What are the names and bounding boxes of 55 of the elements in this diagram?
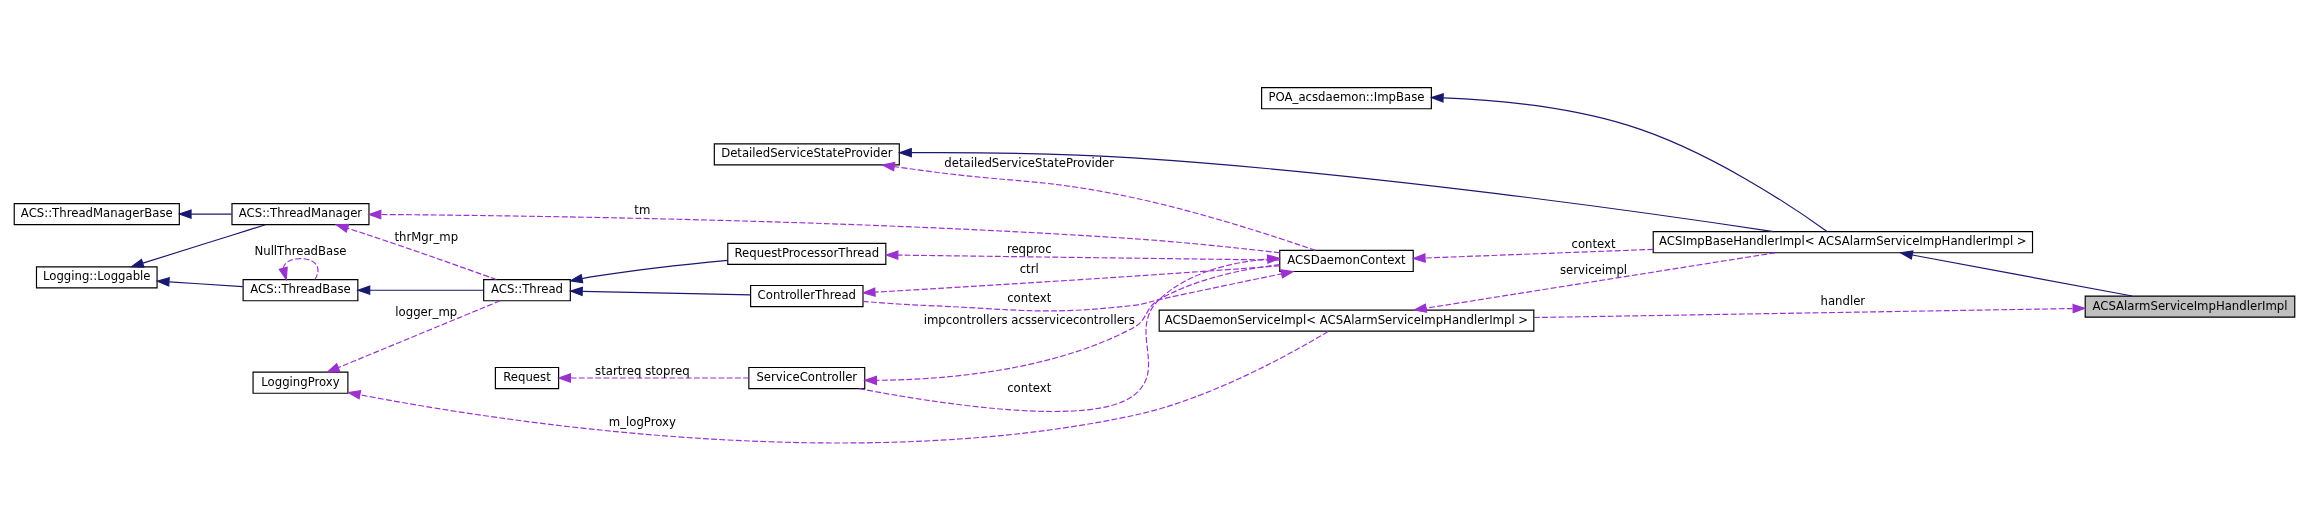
node-box: Request (494, 366, 560, 389)
edge-label: tm (634, 202, 651, 217)
node-box: ACSDaemonContext (1279, 249, 1414, 272)
arrow (884, 249, 1281, 261)
edge-label: detailedServiceStateProvider (944, 155, 1115, 170)
edge-label: NullThreadBase (254, 243, 347, 258)
arrow (129, 223, 266, 268)
arrow (862, 268, 1295, 312)
node-box: DetailedServiceStateProvider (713, 142, 900, 166)
arrow (880, 161, 1317, 251)
edge-label: context (1007, 380, 1052, 395)
node-box: Logging::Loggable (35, 265, 158, 288)
arrow (1533, 303, 2087, 318)
edge-label: impcontrollers acsservicecontrollers (923, 312, 1135, 327)
arrow (367, 209, 1281, 253)
edge-label: handler (1820, 293, 1866, 308)
node-box: ACS::ThreadManager (231, 202, 370, 225)
edge-label: ctrl (1019, 261, 1039, 276)
arrow (278, 257, 319, 281)
edge-label: context (1007, 290, 1052, 305)
arrow (346, 330, 1329, 444)
arrow (1411, 248, 1654, 263)
arrow (325, 299, 501, 373)
node-box: ACS::ThreadManagerBase (13, 202, 180, 225)
edge-label: thrMgr_mp (394, 229, 459, 244)
edge-label: m_logProxy (608, 414, 676, 429)
node-box: RequestProcessorThread (727, 242, 887, 265)
edge-label: startreq stopreq (595, 363, 690, 377)
arrow (1429, 92, 1828, 232)
arrow (861, 264, 1281, 297)
arrow (863, 263, 1280, 385)
node-box: ACSAlarmServiceImpHandlerImpl (2084, 295, 2296, 318)
arrow (568, 259, 729, 283)
arrow (356, 284, 485, 295)
node-box: ACSDaemonServiceImpl< ACSAlarmServiceImpHandlerImpl > (1158, 309, 1535, 332)
arrow (897, 147, 1775, 232)
node-box: ControllerThread (750, 284, 864, 307)
arrow (568, 285, 752, 296)
node-box: POA_acsdaemon::ImpBase (1261, 86, 1432, 109)
arrow (556, 372, 750, 383)
arrow (1898, 249, 2133, 297)
node-box: ACS::Thread (483, 278, 571, 301)
arrow (858, 253, 1282, 412)
edge-label: context (1571, 236, 1616, 251)
arrow (177, 208, 233, 219)
edge-label: logger_mp (395, 304, 458, 319)
edge-label: reqproc (1006, 241, 1052, 256)
node-box: ACSImpBaseHandlerImpl< ACSAlarmServiceImpHandlerImpl > (1652, 230, 2034, 253)
arrow (1412, 251, 1776, 313)
node-box: ACS::ThreadBase (242, 278, 359, 301)
arrow (155, 276, 244, 287)
node-box: ServiceController (748, 366, 866, 389)
edge-label: serviceimpl (1559, 262, 1628, 277)
node-box: LoggingProxy (252, 371, 349, 394)
arrow (334, 223, 498, 280)
